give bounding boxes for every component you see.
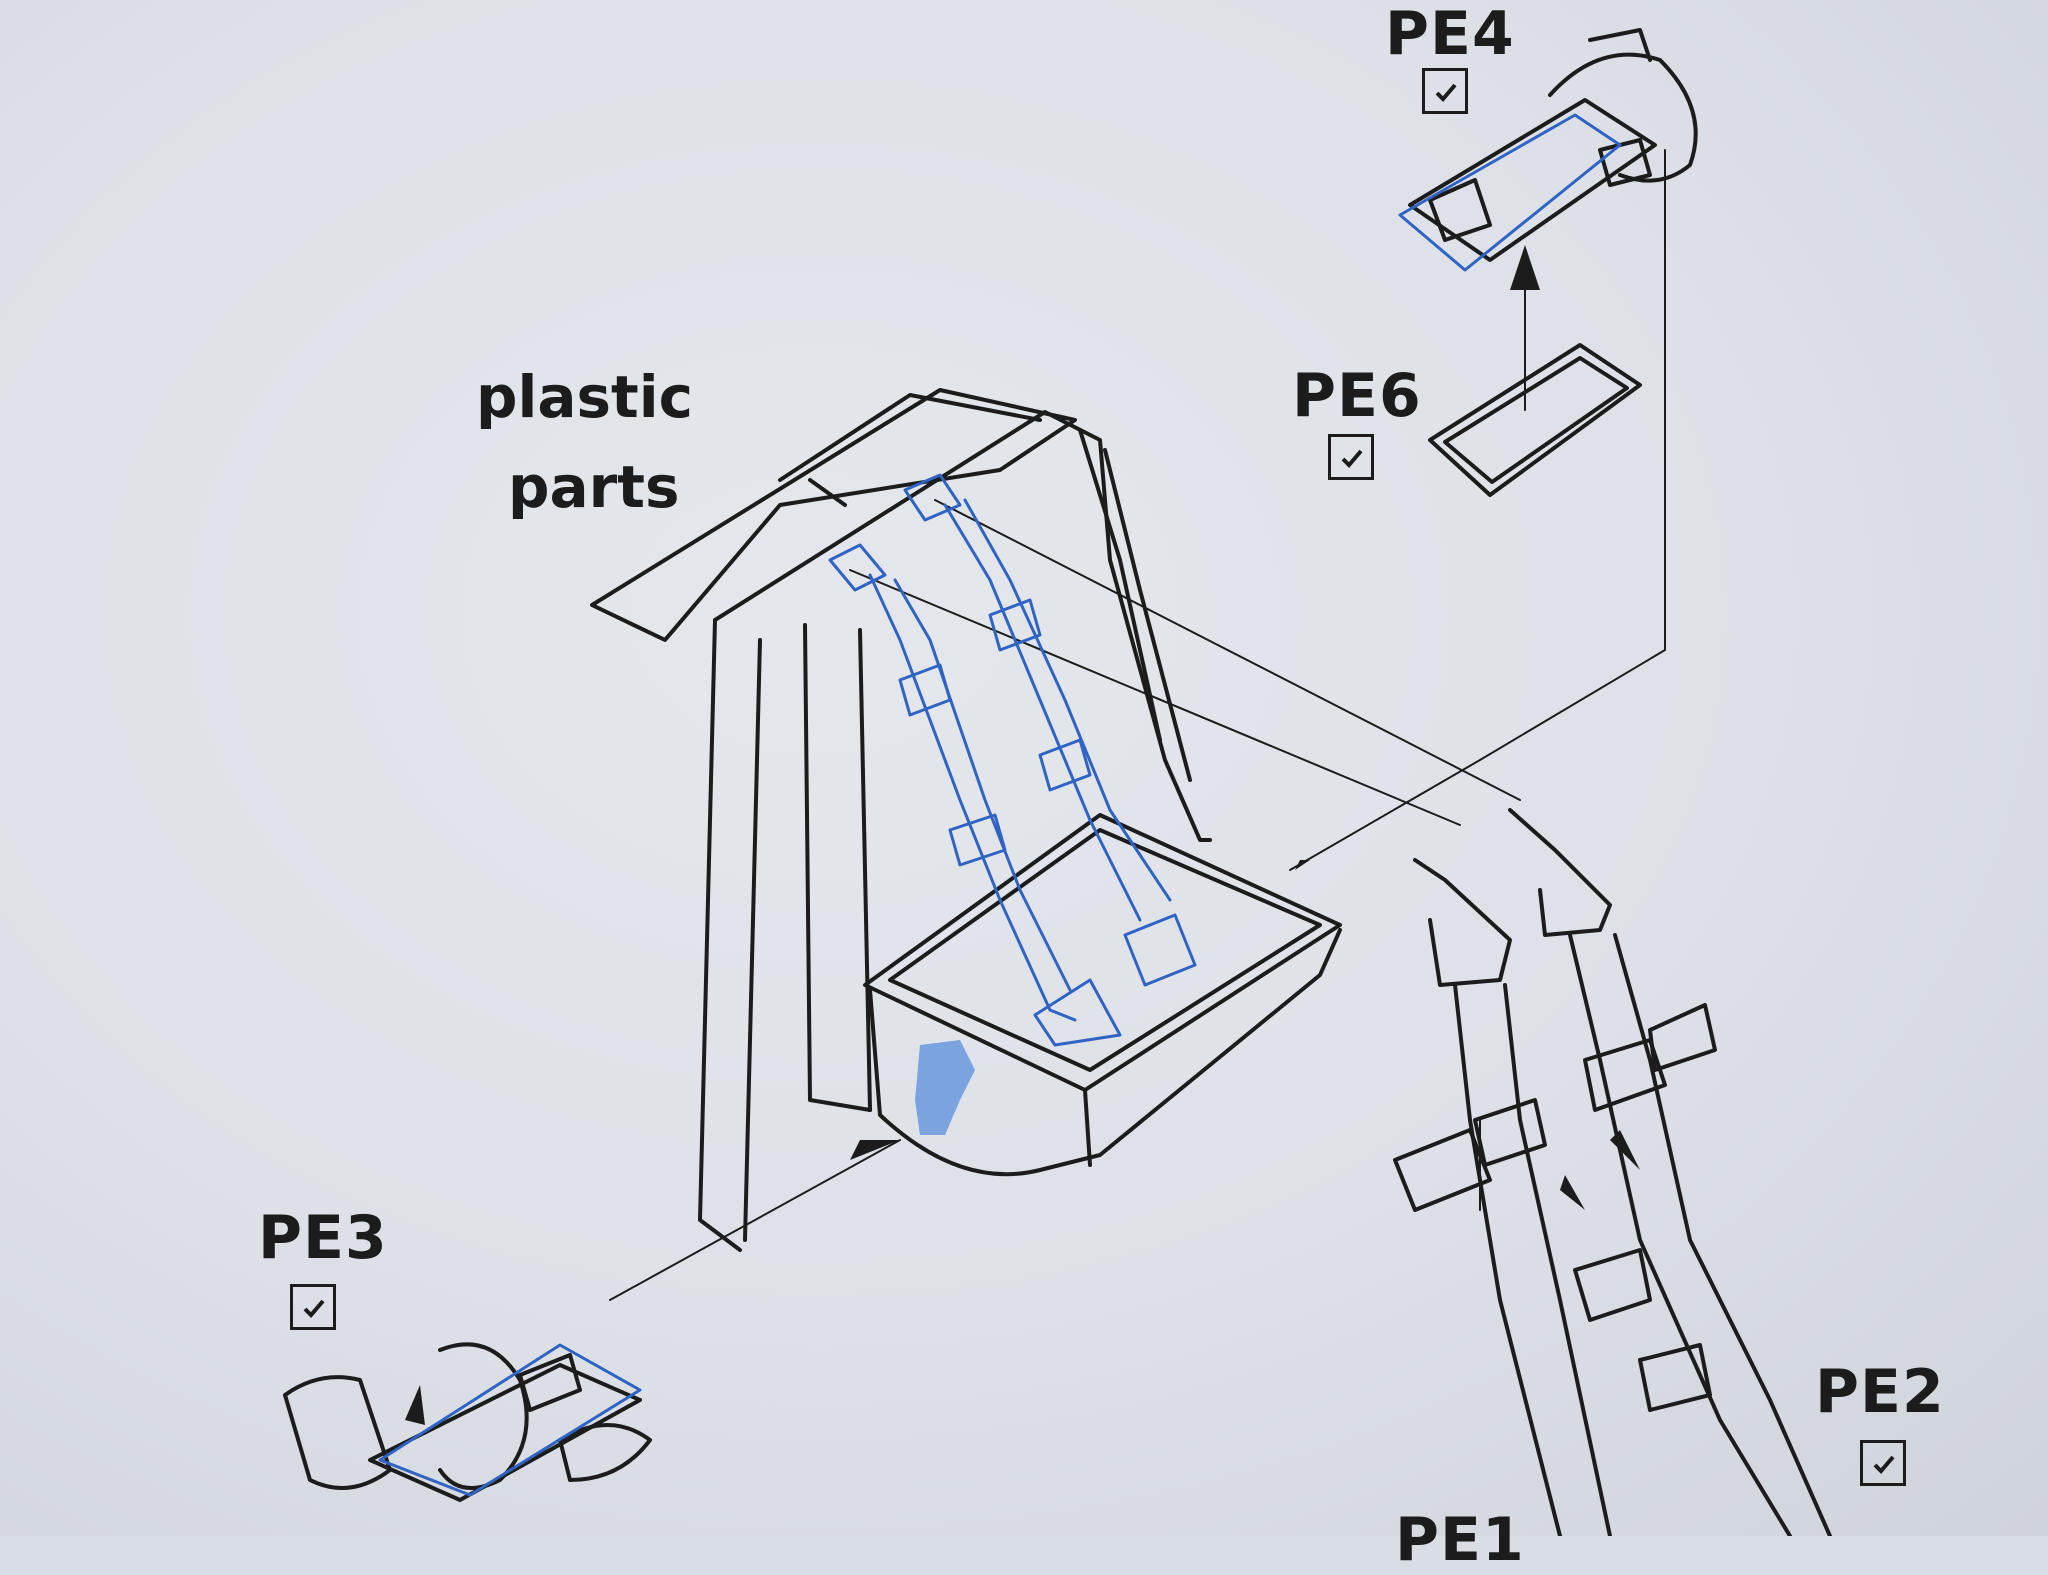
guide-line-pe1 <box>849 569 1461 826</box>
check-box-icon <box>1860 1440 1906 1486</box>
arrow-head-icon <box>1560 1175 1585 1210</box>
arrow-head-icon <box>1295 860 1310 870</box>
arrow-head-icons <box>405 245 1640 1425</box>
plastic-parts-label-line2: parts <box>508 453 680 521</box>
pe2-strap <box>1508 808 1832 1536</box>
pe6-label: PE6 <box>1292 361 1422 431</box>
pe3-part <box>283 1342 652 1502</box>
check-box-icon <box>290 1284 336 1330</box>
seat-assembly-drawing <box>283 28 1832 1536</box>
arrow-head-icon <box>1610 1130 1640 1170</box>
pe3-blue-base <box>378 1343 642 1497</box>
pe3-label: PE3 <box>258 1203 388 1273</box>
seat-pan <box>863 813 1342 1092</box>
pe4-blue-base <box>1398 113 1622 272</box>
blue-shadow-mark <box>915 1040 975 1135</box>
arrow-head-icon <box>850 1140 900 1160</box>
seat-top-block <box>590 388 1077 642</box>
pe4-label: PE4 <box>1385 0 1515 69</box>
blue-harness-right <box>903 473 1197 987</box>
pe1-label: PE1 <box>1395 1505 1525 1575</box>
check-box-icon <box>1328 434 1374 480</box>
seat-back-frame <box>713 410 1212 842</box>
guide-line-pe2 <box>934 499 1521 801</box>
pe4-part <box>1408 28 1698 262</box>
guide-line-pe3 <box>609 1139 901 1301</box>
plastic-parts-label-line1: plastic <box>476 363 694 431</box>
arrow-head-icon <box>405 1385 425 1425</box>
arrow-head-icon <box>1510 245 1540 290</box>
pe1-strap <box>1393 858 1612 1536</box>
pe2-label: PE2 <box>1815 1357 1945 1427</box>
blue-harness-left <box>828 543 1122 1047</box>
pe6-plate <box>1428 343 1642 497</box>
check-box-icon <box>1422 68 1468 114</box>
